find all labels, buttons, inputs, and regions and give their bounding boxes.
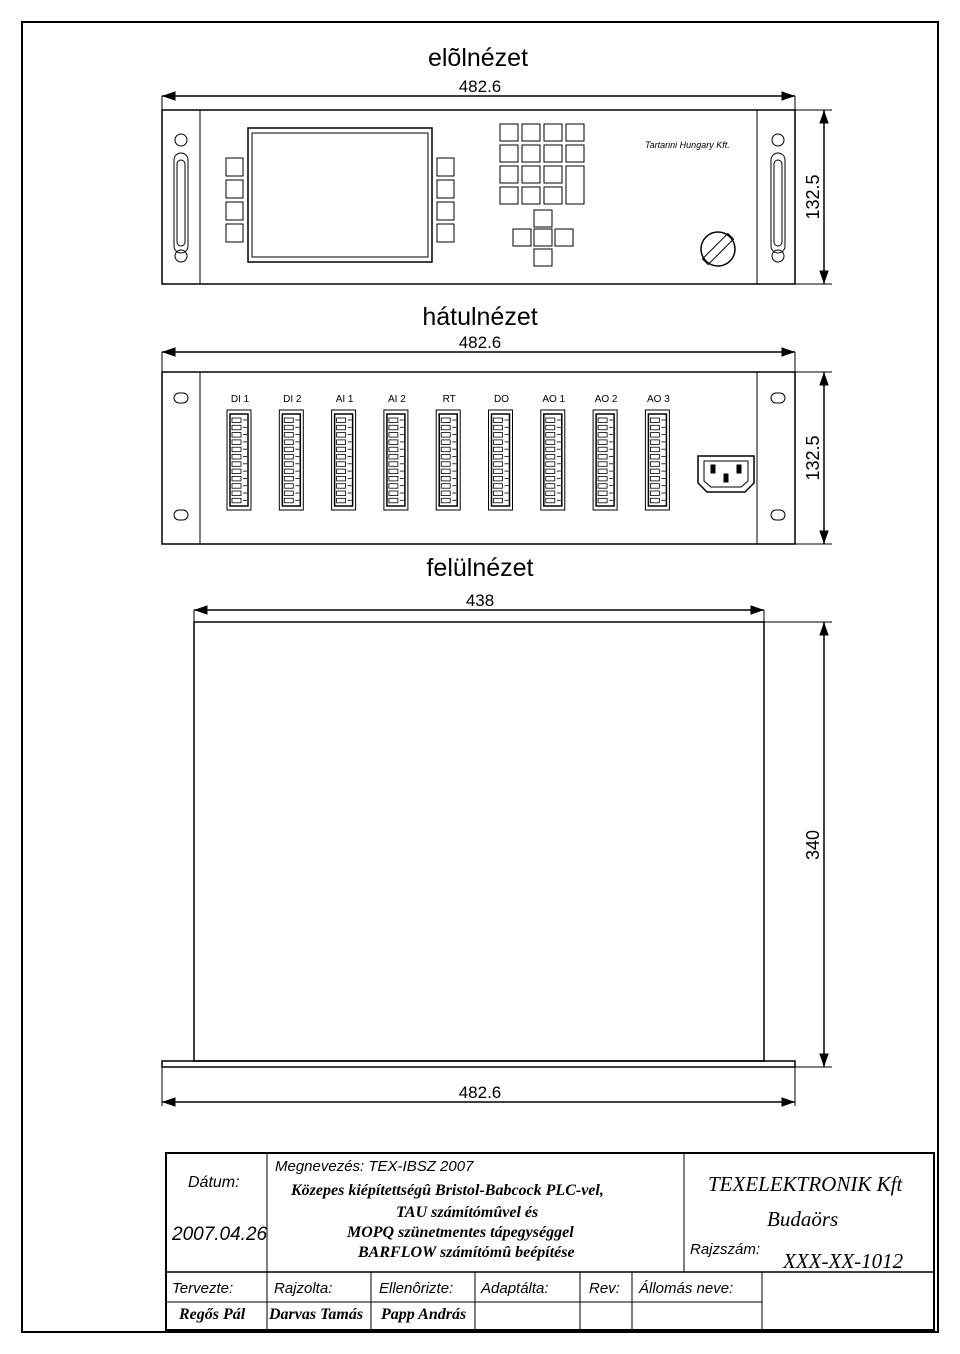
terminal-block: AO 3 <box>644 394 670 511</box>
tervezte-name: Regős Pál <box>179 1306 246 1323</box>
rear-panel <box>161 371 796 545</box>
company-city: Budaörs <box>767 1207 839 1231</box>
sheet-border <box>21 21 939 1333</box>
megnevezes-label: Megnevezés: TEX-IBSZ 2007 <box>275 1158 474 1175</box>
terminal-block-label: AI 1 <box>336 394 354 405</box>
terminal-block-label: DO <box>494 394 509 405</box>
rear-height-dim: 132.5 <box>803 435 823 480</box>
date-value: 2007.04.26 <box>172 1224 268 1245</box>
terminal-block: AI 1 <box>331 394 357 511</box>
top-depth-dim: 340 <box>803 830 823 860</box>
rear-view-title: hátulnézet <box>422 303 537 331</box>
datum-label: Dátum: <box>188 1174 240 1191</box>
power-inlet <box>697 455 755 493</box>
top-front-flange <box>161 1060 796 1068</box>
description-line-3: MOPQ szünetmentes tápegységgel <box>347 1224 574 1241</box>
terminal-block: DI 1 <box>226 394 252 511</box>
top-view: felülnézet 438 340 482.6 <box>161 554 832 1107</box>
top-view-title: felülnézet <box>426 554 533 582</box>
terminal-block: AI 2 <box>383 394 409 511</box>
rear-view: hátulnézet 482.6 DI 1 DI 2 AI 1 AI 2 RT DO AO … <box>161 303 832 545</box>
adaptalta-label: Adaptálta: <box>481 1280 549 1297</box>
keypad <box>499 123 585 267</box>
front-view-title: elõlnézet <box>428 44 528 72</box>
terminal-block: DI 2 <box>278 394 304 511</box>
display-screen <box>247 127 433 263</box>
terminal-block-label: DI 2 <box>283 394 302 405</box>
front-width-dim: 482.6 <box>459 77 502 96</box>
terminal-block-label: AO 3 <box>647 394 670 405</box>
front-panel <box>161 109 796 285</box>
front-height-dim: 132.5 <box>803 174 823 219</box>
front-view: elõlnézet 482.6 <box>161 44 832 285</box>
top-chassis <box>193 621 765 1062</box>
rev-label: Rev: <box>589 1280 620 1297</box>
front-left-handle <box>173 133 189 263</box>
rear-width-dim: 482.6 <box>459 333 502 352</box>
terminal-block: AO 2 <box>592 394 618 511</box>
terminal-block-label: AI 2 <box>388 394 406 405</box>
title-block-grid <box>165 1152 935 1331</box>
description-line-1: Közepes kiépítettségû Bristol-Babcock PL… <box>291 1182 604 1199</box>
company-name: TEXELEKTRONIK Kft <box>708 1172 903 1196</box>
terminal-block-label: AO 1 <box>542 394 565 405</box>
front-right-handle <box>770 133 786 263</box>
tervezte-label: Tervezte: <box>172 1280 234 1297</box>
rajzolta-label: Rajzolta: <box>274 1280 333 1297</box>
description-line-4: BARFLOW számítómû beépítése <box>358 1244 575 1261</box>
rajzszam-value: XXX-XX-1012 <box>783 1249 904 1273</box>
rajzolta-name: Darvas Tamás <box>269 1306 364 1323</box>
terminal-block-label: RT <box>443 394 456 405</box>
top-outer-width-dim: 482.6 <box>459 1083 502 1102</box>
brand-label: Tartarini Hungary Kft. <box>645 140 730 150</box>
rajzszam-label: Rajzszám: <box>690 1241 761 1258</box>
description-line-2: TAU számítómûvel és <box>396 1204 539 1221</box>
ellenorizte-label: Ellenôrizte: <box>379 1280 454 1297</box>
top-inner-width-dim: 438 <box>466 591 494 610</box>
terminal-block-label: AO 2 <box>595 394 618 405</box>
terminal-block: AO 1 <box>540 394 566 511</box>
display-softkeys <box>225 157 455 243</box>
terminal-block: DO <box>488 394 513 511</box>
ellenorizte-name: Papp András <box>381 1306 467 1323</box>
terminal-block-label: DI 1 <box>231 394 250 405</box>
rear-mounting-slots <box>173 392 786 521</box>
allomas-label: Állomás neve: <box>639 1280 734 1297</box>
key-switch <box>700 231 736 267</box>
terminal-block: RT <box>435 394 461 511</box>
